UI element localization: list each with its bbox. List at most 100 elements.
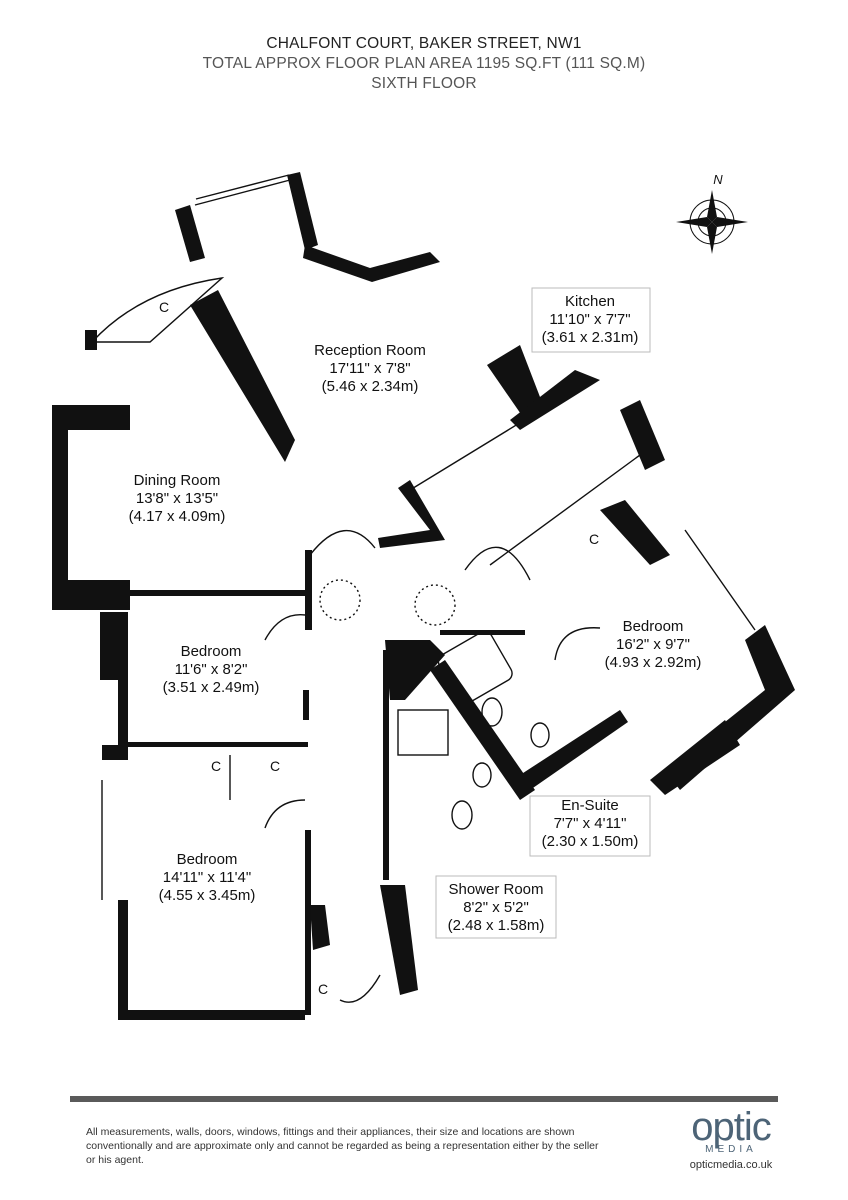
light-fitting-2: [414, 584, 456, 626]
room-metric: (4.93 x 2.92m): [605, 654, 702, 671]
room-name: Reception Room: [314, 342, 426, 359]
room-imperial: 11'6" x 8'2": [175, 661, 248, 678]
logo-media: MEDIA: [705, 1144, 757, 1155]
logo-brand: optic: [691, 1105, 772, 1149]
room-name: En-Suite: [561, 797, 619, 814]
room-imperial: 17'11" x 7'8": [329, 360, 410, 377]
room-bedroom-south: Bedroom 14'11" x 11'4" (4.55 x 3.45m): [159, 851, 256, 904]
wall-dining-north: [85, 330, 97, 350]
room-bedroom-east: Bedroom 16'2" x 9'7" (4.93 x 2.92m): [605, 618, 702, 671]
compass-north-point: [707, 190, 717, 222]
cupboard-c1: [90, 276, 225, 343]
wall-hall-bath: [385, 640, 445, 700]
kitchen-counter-2: [489, 454, 641, 566]
wall-entry-east: [380, 885, 418, 995]
wall-corridor-west: [305, 550, 312, 630]
room-labels: Reception Room 17'11" x 7'8" (5.46 x 2.3…: [129, 287, 702, 939]
room-name: Bedroom: [181, 643, 242, 660]
floor-level: SIXTH FLOOR: [371, 75, 477, 92]
light-fitting-1: [319, 579, 361, 621]
room-imperial: 16'2" x 9'7": [616, 636, 690, 653]
wall-bed-east-n: [600, 500, 670, 565]
wall-bed-mid-west: [100, 612, 128, 760]
room-imperial: 13'8" x 13'5": [136, 490, 218, 507]
room-metric: (3.61 x 2.31m): [542, 329, 639, 346]
compass-rose: N: [676, 172, 748, 254]
compass-east-point: [712, 217, 748, 227]
basin-ensuite: [530, 722, 550, 748]
wall-bath-north: [440, 630, 525, 635]
room-imperial: 7'7" x 4'11": [554, 815, 627, 832]
optic-media-logo: optic MEDIA opticmedia.co.uk: [676, 1105, 786, 1171]
compass-north-label: N: [713, 172, 723, 187]
cupboard-label-reception: C: [159, 299, 169, 315]
property-address: CHALFONT COURT, BAKER STREET, NW1: [266, 35, 582, 52]
wall-corridor-east: [383, 650, 389, 880]
door-swing-hall: [309, 530, 376, 556]
room-name: Bedroom: [623, 618, 684, 635]
room-metric: (3.51 x 2.49m): [163, 679, 260, 696]
door-swing-entry: [339, 974, 381, 1003]
room-name: Shower Room: [448, 881, 543, 898]
room-metric: (4.17 x 4.09m): [129, 508, 226, 525]
wall-bed-mid-east: [303, 690, 309, 720]
door-swing-bed-south: [264, 799, 306, 829]
wall-entry-cupboard: [310, 905, 330, 950]
wall-bed-south-west: [118, 900, 305, 1020]
room-metric: (2.48 x 1.58m): [448, 917, 545, 934]
window-reception-inner: [195, 174, 290, 200]
room-name: Bedroom: [177, 851, 238, 868]
room-name: Dining Room: [134, 472, 221, 489]
footer-rule: [70, 1096, 778, 1102]
cupboard-labels: C C C C C: [159, 299, 599, 997]
room-imperial: 14'11" x 11'4": [163, 869, 251, 886]
disclaimer-text: All measurements, walls, doors, windows,…: [86, 1126, 599, 1166]
wall-reception-arc: [303, 245, 440, 282]
wall-chimney: [190, 290, 295, 462]
wall-reception-east: [287, 172, 318, 250]
wall-kitchen-west: [378, 480, 445, 548]
wall-bed-mid-south: [128, 742, 308, 747]
plan-header: CHALFONT COURT, BAKER STREET, NW1 TOTAL …: [0, 34, 848, 94]
wall-dining-south: [115, 590, 310, 596]
room-ensuite: En-Suite 7'7" x 4'11" (2.30 x 1.50m): [529, 795, 651, 857]
walls: [52, 172, 795, 1020]
room-kitchen: Kitchen 11'10" x 7'7" (3.61 x 2.31m): [531, 287, 651, 353]
wc-shower: [451, 800, 473, 830]
wall-bed-south-east: [305, 830, 311, 1015]
wall-dining-west: [52, 405, 130, 610]
window-east: [684, 529, 756, 631]
door-swing-bed-east: [554, 627, 601, 661]
room-metric: (5.46 x 2.34m): [322, 378, 419, 395]
wc-ensuite: [481, 697, 503, 727]
room-imperial: 8'2" x 5'2": [463, 899, 529, 916]
wall-kitchen-ne: [510, 370, 600, 430]
wall-kitchen-east: [620, 400, 665, 470]
wall-bed-east-corner: [650, 720, 740, 795]
shower-label-box: [435, 875, 557, 939]
room-imperial: 11'10" x 7'7": [549, 311, 630, 328]
wall-bath-divider: [430, 660, 535, 800]
basin-shower: [472, 762, 492, 788]
door-swing-bed-mid: [264, 614, 306, 641]
cupboard-label-bed-1: C: [211, 758, 221, 774]
door-swing-hall-2: [464, 546, 531, 581]
room-dining: Dining Room 13'8" x 13'5" (4.17 x 4.09m): [129, 472, 226, 525]
logo-url: opticmedia.co.uk: [689, 1159, 773, 1171]
ensuite-label-box: [529, 795, 651, 857]
compass-south-point: [707, 222, 717, 254]
cupboard-label-entry: C: [318, 981, 328, 997]
room-name: Kitchen: [565, 293, 615, 310]
cupboard-label-bed-2: C: [270, 758, 280, 774]
cupboard-label-kitchen: C: [589, 531, 599, 547]
compass-west-point: [676, 217, 712, 227]
window-reception: [194, 179, 291, 206]
wall-kitchen-north: [487, 345, 545, 420]
wall-ensuite-south: [520, 710, 628, 790]
wall-reception-west: [175, 205, 205, 262]
room-metric: (2.30 x 1.50m): [542, 833, 639, 850]
room-metric: (4.55 x 3.45m): [159, 887, 256, 904]
room-shower: Shower Room 8'2" x 5'2" (2.48 x 1.58m): [435, 875, 557, 939]
room-reception: Reception Room 17'11" x 7'8" (5.46 x 2.3…: [314, 342, 426, 395]
